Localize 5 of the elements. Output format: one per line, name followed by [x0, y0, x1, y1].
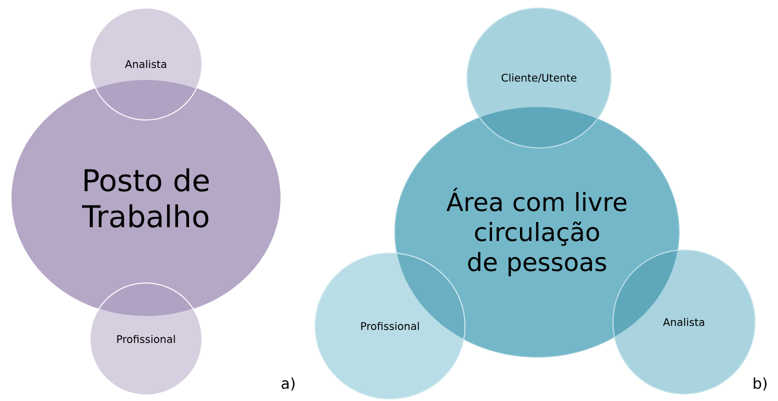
panel-label: a)	[282, 377, 295, 391]
node-label: Analista	[125, 60, 166, 68]
node-label: Profissional	[117, 334, 175, 344]
panel-label: b)	[754, 377, 767, 391]
node-label: Cliente/Utente	[502, 74, 576, 82]
